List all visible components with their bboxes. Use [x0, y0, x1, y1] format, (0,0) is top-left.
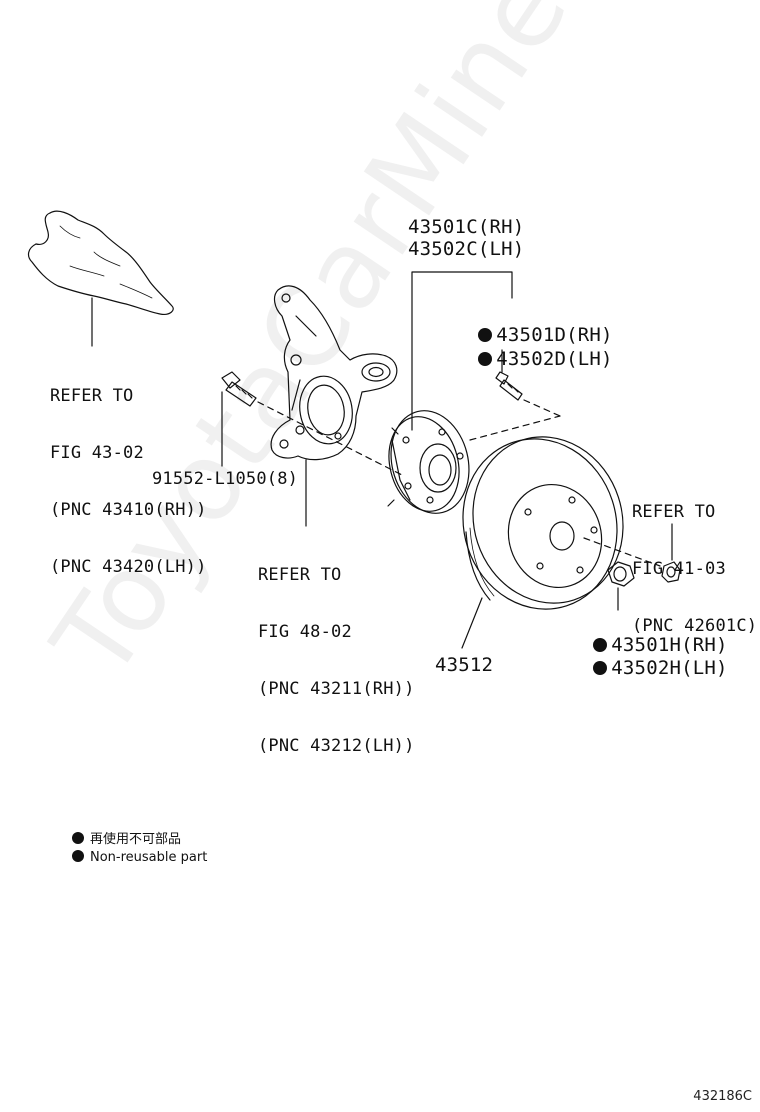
- wheel-nut-illustration: [661, 561, 681, 583]
- label-hub-rh: 43501C(RH): [408, 216, 525, 238]
- label-hub-bolt-lh: 43502D(LH): [455, 326, 613, 370]
- label-refer-lugnut: REFER TO FIG 41-03 (PNC 42601C): [632, 465, 757, 655]
- figure-id: 432186C: [693, 1089, 752, 1104]
- label-refer-knuckle: REFER TO FIG 48-02 (PNC 43211(RH)) (PNC …: [258, 528, 415, 775]
- refer-axle-line-4: (PNC 43420(LH)): [50, 557, 207, 577]
- refer-knuckle-line-2: FIG 48-02: [258, 622, 352, 642]
- refer-axle-line-1: REFER TO: [50, 386, 134, 406]
- legend-jp: 再使用不可部品: [72, 828, 181, 847]
- label-knuckle-bolt: 91552-L1050(8): [152, 469, 299, 489]
- non-reusable-dot-icon: [593, 661, 608, 675]
- hub-bearing-illustration: [387, 410, 470, 514]
- legend-dot-icon: [72, 832, 84, 844]
- legend-dot-icon: [72, 850, 84, 862]
- knuckle-bolt-illustration: [221, 371, 257, 407]
- label-lug-nut-lh: 43502H(LH): [570, 635, 728, 679]
- label-rotor: 43512: [435, 654, 494, 676]
- drive-shaft-illustration: [27, 210, 174, 315]
- label-refer-axle: REFER TO FIG 43-02 (PNC 43410(RH)) (PNC …: [50, 349, 207, 596]
- label-lug-nut-rh: 43501H(RH): [570, 612, 728, 656]
- non-reusable-dot-icon: [478, 328, 493, 342]
- refer-knuckle-line-3: (PNC 43211(RH)): [258, 679, 415, 699]
- non-reusable-dot-icon: [478, 352, 493, 366]
- refer-knuckle-line-4: (PNC 43212(LH)): [258, 736, 415, 756]
- steering-knuckle-illustration: [270, 285, 398, 461]
- leader-rotor: [461, 597, 483, 649]
- refer-axle-line-2: FIG 43-02: [50, 443, 144, 463]
- refer-lugnut-line-3: (PNC 42601C): [632, 616, 758, 636]
- assembly-lines: [257, 399, 661, 567]
- leader-hub: [411, 271, 513, 431]
- hub-bolt-illustration: [495, 371, 523, 401]
- legend-en: Non-reusable part: [72, 850, 207, 865]
- label-hub-lh: 43502C(LH): [408, 238, 525, 260]
- refer-axle-line-3: (PNC 43410(RH)): [50, 500, 207, 520]
- refer-lugnut-line-2: FIG 41-03: [632, 559, 726, 579]
- refer-knuckle-line-1: REFER TO: [258, 565, 342, 585]
- label-hub-bolt-rh: 43501D(RH): [455, 302, 613, 346]
- brake-rotor-illustration: [462, 436, 624, 610]
- non-reusable-dot-icon: [593, 638, 608, 652]
- lug-nut-illustration: [607, 561, 635, 587]
- refer-lugnut-line-1: REFER TO: [632, 502, 716, 522]
